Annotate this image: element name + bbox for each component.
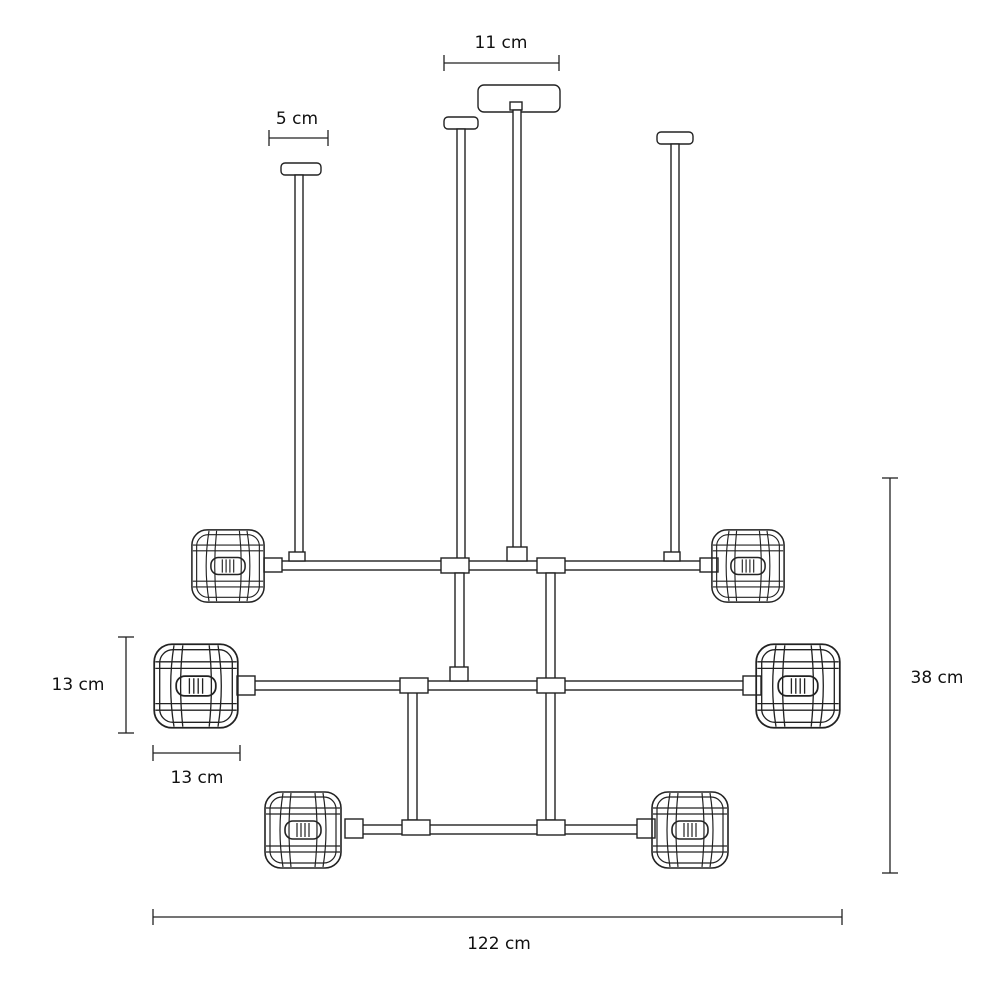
shade-height-label: 13 cm: [52, 675, 105, 695]
overall-height-label: 38 cm: [911, 668, 964, 688]
small-canopy-left: [280, 162, 322, 176]
dimension-shade-width: [152, 745, 241, 761]
suspension-rods: [294, 109, 680, 562]
dimension-overall-width: [152, 909, 843, 925]
small-canopy-right: [656, 131, 694, 145]
canopy-width-label: 11 cm: [475, 33, 528, 53]
shade-top-left: [191, 529, 265, 603]
shade-bottom-left: [264, 791, 342, 869]
main-canopy: [477, 84, 561, 113]
top-arm: [263, 546, 719, 574]
shade-width-label: 13 cm: [171, 768, 224, 788]
small-canopy-width-label: 5 cm: [276, 109, 318, 129]
middle-arm: [236, 666, 762, 696]
shade-top-right: [711, 529, 785, 603]
shade-middle-right: [755, 643, 841, 729]
small-canopy-mid: [443, 116, 479, 130]
overall-width-label: 122 cm: [467, 934, 531, 954]
dimension-overall-height: [882, 477, 898, 874]
dimension-shade-height: [118, 636, 134, 734]
shade-middle-left: [153, 643, 239, 729]
dimension-small-canopy: [268, 130, 329, 146]
dimension-canopy: [443, 55, 560, 71]
bottom-arm: [344, 818, 656, 839]
vertical-connectors: [407, 572, 556, 821]
shade-bottom-right: [651, 791, 729, 869]
